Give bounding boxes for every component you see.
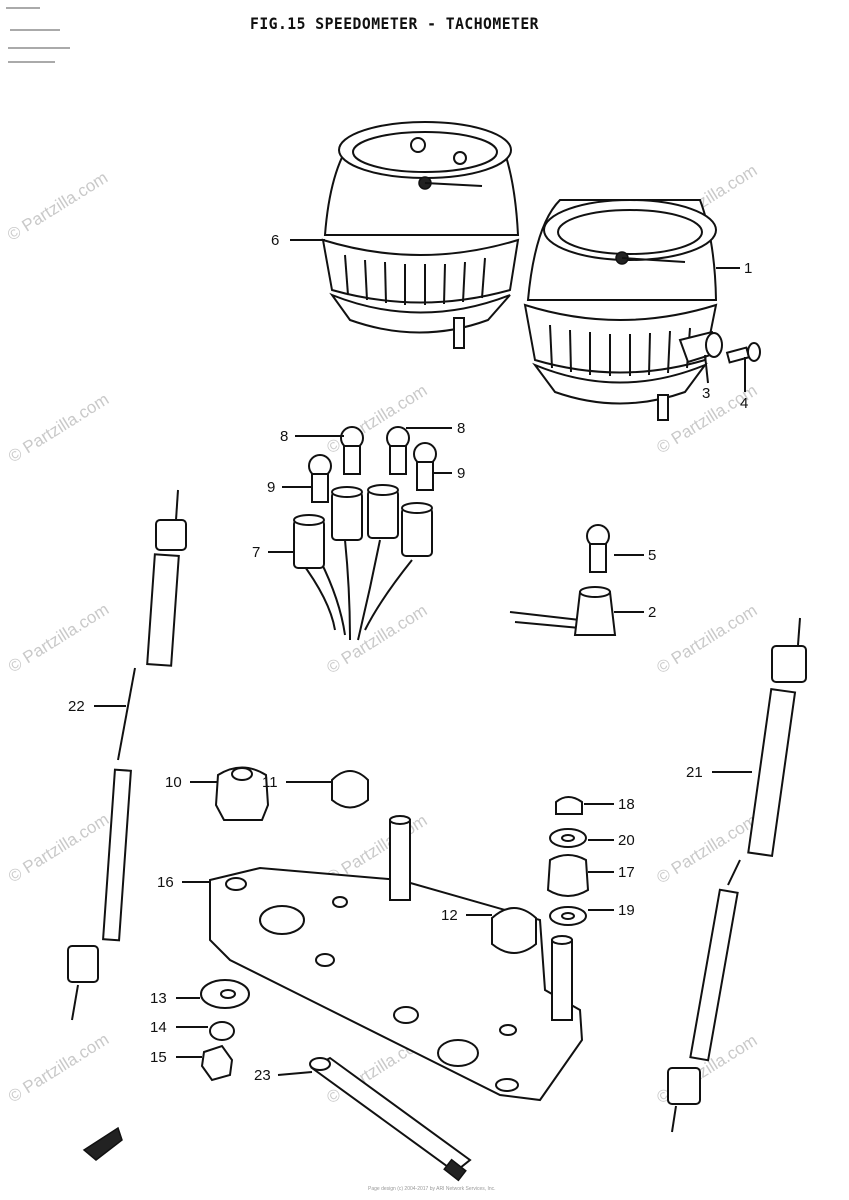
watermark-text: © Partzilla.com (5, 390, 112, 467)
callout-11: 11 (262, 774, 278, 791)
part-19-washer (549, 906, 587, 926)
callout-9: 9 (267, 479, 275, 496)
scan-noise (6, 7, 70, 63)
watermark-text: © Partzilla.com (5, 600, 112, 677)
callout-14: 14 (150, 1019, 167, 1036)
copyright-notice: Page design (c) 2004-2017 by ARI Network… (368, 1186, 496, 1192)
callout-1: 1 (744, 260, 752, 277)
part-12-cap (491, 907, 537, 954)
part-18-nut (555, 796, 583, 815)
part-16-meter-bracket (209, 815, 584, 1102)
callout-9: 9 (457, 465, 465, 482)
callout-10: 10 (165, 774, 182, 791)
callout-12: 12 (441, 907, 458, 924)
part-10-damper (214, 766, 270, 821)
part-13-washer (200, 979, 250, 1009)
callout-3: 3 (702, 385, 710, 402)
callout-4: 4 (740, 395, 748, 412)
part-6-tachometer (321, 121, 520, 349)
part-20-washer (549, 828, 587, 848)
callout-19: 19 (618, 902, 635, 919)
callout-20: 20 (618, 832, 635, 849)
callout-22: 22 (68, 698, 85, 715)
front-arrow-icon (82, 1126, 123, 1161)
watermark-text: © Partzilla.com (5, 1030, 112, 1107)
part-22-speedometer-cable (67, 489, 187, 1021)
callout-13: 13 (150, 990, 167, 1007)
callout-23: 23 (254, 1067, 271, 1084)
part-21-tachometer-cable (667, 617, 807, 1133)
callout-17: 17 (618, 864, 635, 881)
callout-numbers: 6 1 3 4 8 8 9 9 7 5 2 22 21 10 11 16 12 … (68, 232, 752, 1084)
callout-8: 8 (457, 420, 465, 437)
callout-18: 18 (618, 796, 635, 813)
watermark-text: © Partzilla.com (323, 381, 430, 458)
part-4-screw (725, 342, 761, 364)
part-15-nut (200, 1044, 234, 1082)
leader-lines (94, 239, 752, 1076)
callout-15: 15 (150, 1049, 167, 1066)
part-7-8-9-bulb-harness (293, 426, 437, 641)
part-14-washer (209, 1021, 235, 1041)
part-17-cushion (546, 854, 590, 897)
part-11-cap (331, 770, 369, 809)
part-1-speedometer (523, 199, 718, 421)
watermark-text: © Partzilla.com (653, 601, 760, 678)
callout-21: 21 (686, 764, 703, 781)
part-5-bulb (586, 524, 610, 573)
callout-8: 8 (280, 428, 288, 445)
part-2-socket (509, 586, 617, 636)
callout-6: 6 (271, 232, 279, 249)
watermark-text: © Partzilla.com (4, 168, 111, 245)
watermark-text: © Partzilla.com (653, 811, 760, 888)
watermark-text: © Partzilla.com (5, 810, 112, 887)
callout-5: 5 (648, 547, 656, 564)
callout-2: 2 (648, 604, 656, 621)
part-23-cable-end (309, 1056, 472, 1182)
callout-16: 16 (157, 874, 174, 891)
callout-7: 7 (252, 544, 260, 561)
part-3-trip-knob-bushing (678, 330, 723, 364)
figure-title: FIG.15 SPEEDOMETER - TACHOMETER (250, 14, 539, 33)
